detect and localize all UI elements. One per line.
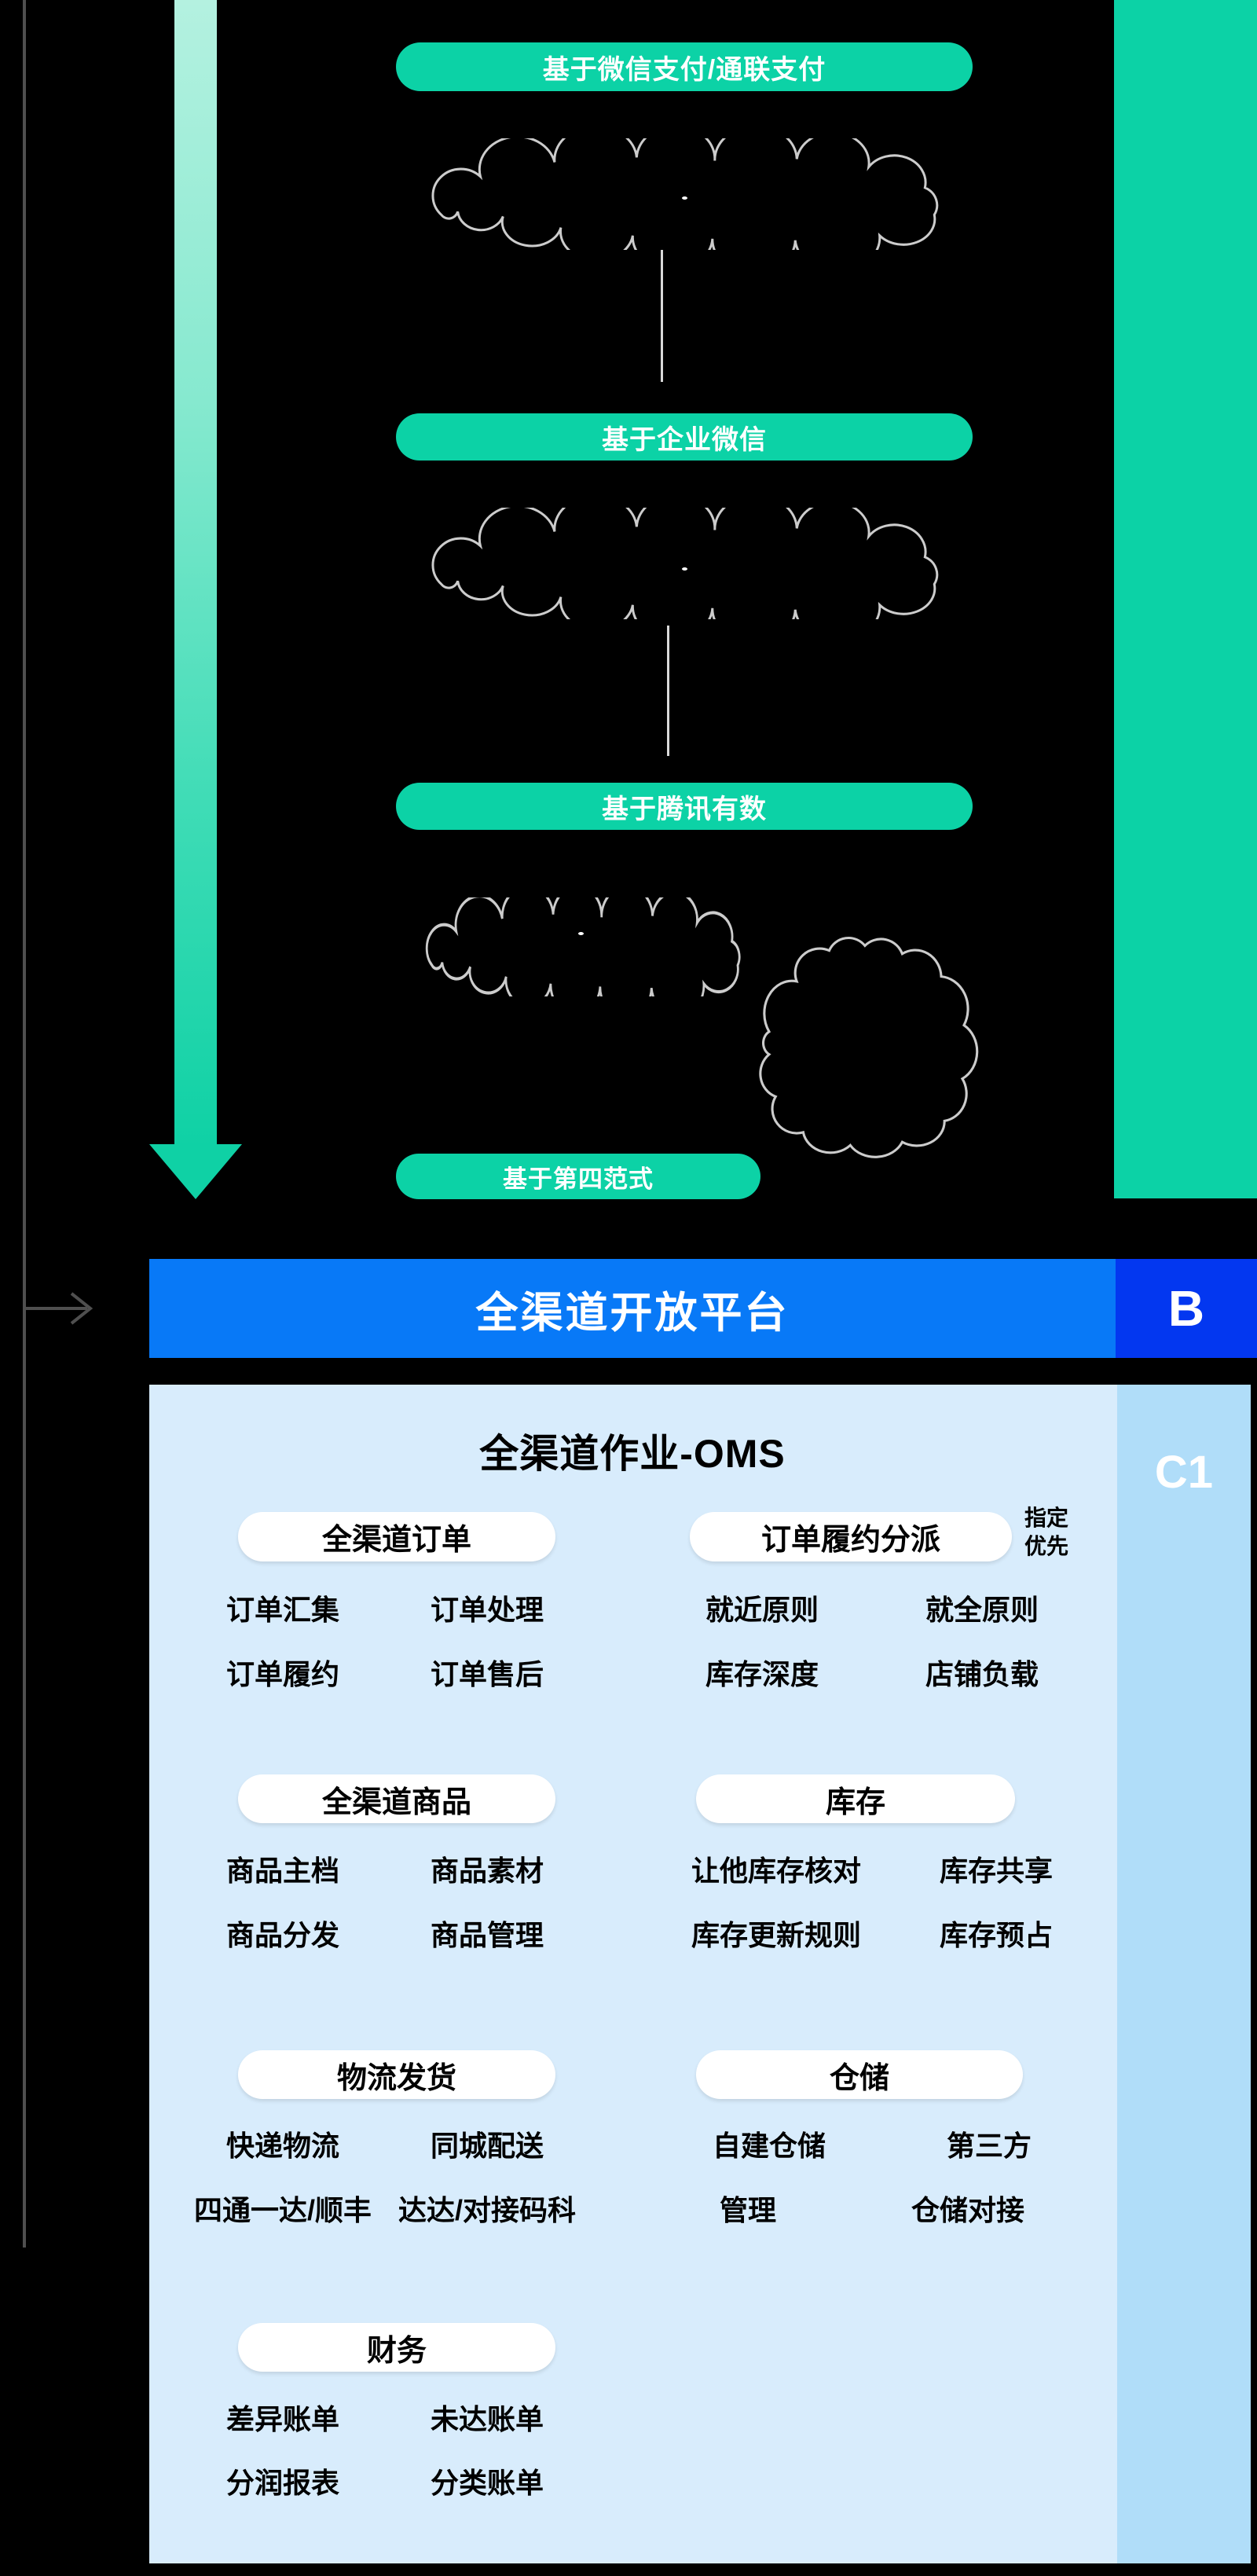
connector-line	[667, 626, 669, 756]
item-label: 管理	[719, 2194, 776, 2226]
stack-pill-wechat-pay: 基于微信支付/通联支付	[396, 42, 973, 91]
cloud-speck	[682, 567, 687, 571]
item-label: 商品素材	[430, 1855, 544, 1887]
item-label: 第三方	[946, 2130, 1032, 2162]
item-label: 商品分发	[225, 1919, 339, 1951]
item-label: 库存共享	[939, 1855, 1053, 1887]
right-arrow-icon	[24, 1292, 93, 1325]
item-label: 商品主档	[225, 1855, 339, 1887]
item-row: 商品主档 商品素材	[181, 1848, 589, 1889]
down-arrow-icon	[149, 1144, 242, 1199]
item-label: 订单售后	[430, 1658, 544, 1690]
tall-cloud-icon	[759, 937, 979, 1158]
item-label: 库存更新规则	[691, 1919, 861, 1951]
item-label: 让他库存核对	[691, 1855, 861, 1887]
item-label: 分类账单	[430, 2467, 544, 2499]
cloud-speck	[578, 932, 584, 935]
panel-side-strip	[1117, 1385, 1251, 2563]
item-label: 店铺负载	[925, 1658, 1039, 1690]
panel-tag-c1: C1	[1154, 1447, 1214, 1498]
banner-tag-label: B	[1167, 1280, 1205, 1337]
section-pill-logistics-shipping: 物流发货	[238, 2050, 555, 2099]
section-pill-finance: 财务	[238, 2323, 555, 2372]
item-label: 四通一达/顺丰	[193, 2194, 372, 2226]
item-row: 库存深度 店铺负载	[652, 1652, 1092, 1693]
teal-side-bar	[1114, 0, 1257, 1198]
section-pill-omnichannel-products: 全渠道商品	[238, 1774, 555, 1823]
item-label: 库存预占	[939, 1919, 1053, 1951]
item-row: 让他库存核对 库存共享	[652, 1848, 1092, 1889]
note-designated-priority: 指定 优先	[1024, 1504, 1068, 1561]
item-row: 四通一达/顺丰 达达/对接码科	[181, 2188, 589, 2229]
item-label: 达达/对接码科	[398, 2194, 576, 2226]
banner-tag-b: B	[1116, 1259, 1257, 1358]
item-label: 就近原则	[705, 1594, 819, 1626]
note-line: 优先	[1024, 1534, 1069, 1558]
item-label: 订单处理	[430, 1594, 544, 1626]
section-pill-fulfillment-dispatch: 订单履约分派	[690, 1512, 1012, 1561]
left-guide-line	[23, 0, 26, 2248]
item-row: 订单汇集 订单处理	[181, 1587, 589, 1628]
panel-title: 全渠道作业-OMS	[479, 1432, 786, 1476]
item-row: 自建仓储 第三方	[652, 2123, 1092, 2164]
item-label: 快递物流	[225, 2130, 339, 2162]
item-label: 商品管理	[430, 1919, 544, 1951]
oms-panel: C1 全渠道作业-OMS 全渠道订单 订单履约分派 指定 优先 订单汇集 订单处…	[149, 1385, 1251, 2563]
item-label: 自建仓储	[712, 2130, 826, 2162]
down-arrow-shaft	[174, 0, 217, 1146]
banner-title: 全渠道开放平台	[475, 1289, 790, 1337]
item-row: 库存更新规则 库存预占	[652, 1913, 1092, 1954]
stack-pill-fourth-paradigm: 基于第四范式	[396, 1154, 760, 1199]
note-line: 指定	[1024, 1506, 1069, 1530]
connector-line	[661, 250, 663, 382]
item-label: 就全原则	[925, 1594, 1039, 1626]
item-row: 差异账单 未达账单	[181, 2397, 589, 2438]
banner-omnichannel-open-platform: 全渠道开放平台	[149, 1259, 1116, 1358]
item-row: 分润报表 分类账单	[181, 2460, 589, 2501]
cloud-icon	[425, 897, 741, 996]
item-label: 订单履约	[225, 1658, 339, 1690]
item-label: 库存深度	[705, 1658, 819, 1690]
item-label: 仓储对接	[911, 2194, 1024, 2226]
section-pill-warehousing: 仓储	[696, 2050, 1023, 2099]
item-label: 差异账单	[225, 2403, 339, 2435]
cloud-icon	[431, 138, 939, 250]
item-row: 快递物流 同城配送	[181, 2123, 589, 2164]
section-pill-inventory: 库存	[696, 1774, 1015, 1823]
item-label: 同城配送	[430, 2130, 544, 2162]
item-row: 商品分发 商品管理	[181, 1913, 589, 1954]
item-label: 订单汇集	[225, 1594, 339, 1626]
item-label: 分润报表	[225, 2467, 339, 2499]
cloud-speck	[682, 196, 687, 200]
item-row: 管理 仓储对接	[652, 2188, 1092, 2229]
item-row: 就近原则 就全原则	[652, 1587, 1092, 1628]
section-pill-omnichannel-orders: 全渠道订单	[238, 1512, 555, 1561]
item-row: 订单履约 订单售后	[181, 1652, 589, 1693]
cloud-icon	[431, 508, 939, 619]
stack-pill-tencent-youshu: 基于腾讯有数	[396, 783, 973, 830]
stack-pill-enterprise-wechat: 基于企业微信	[396, 413, 973, 461]
item-label: 未达账单	[430, 2403, 544, 2435]
